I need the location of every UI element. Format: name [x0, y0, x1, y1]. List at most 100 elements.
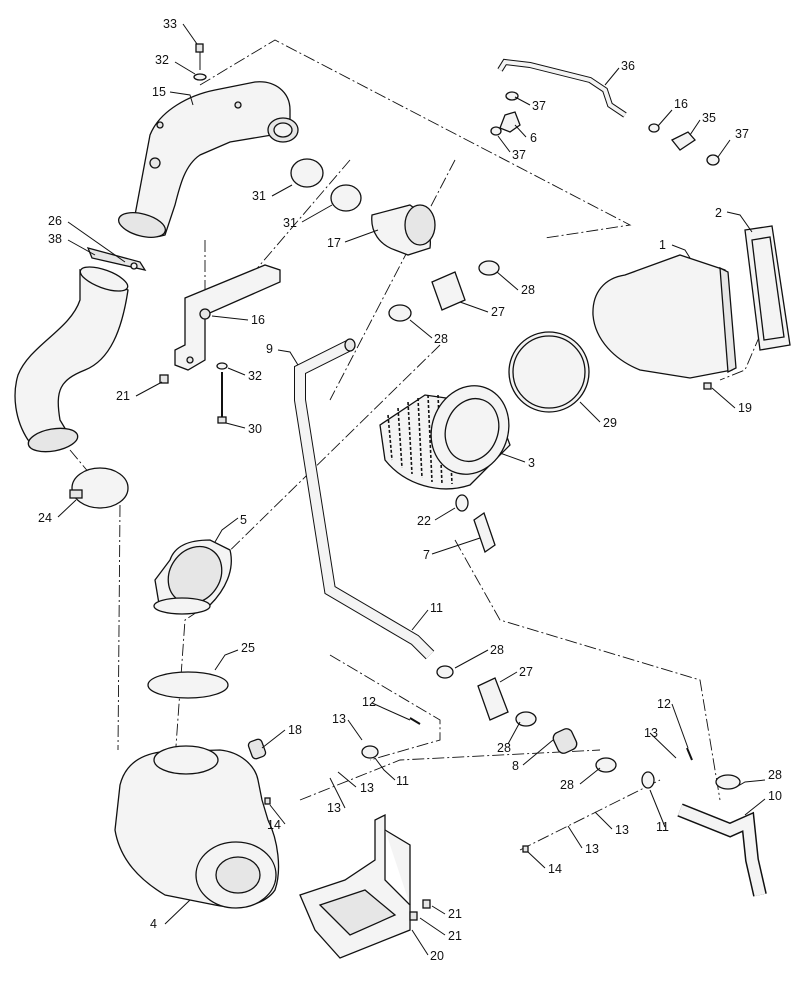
hose-clamp-28-far-right: [715, 774, 741, 790]
callout-16: 16: [251, 313, 265, 327]
callout-10: 10: [768, 789, 782, 803]
callout-21: 21: [448, 929, 462, 943]
o-ring-37-right: [706, 154, 720, 166]
clip-11-right: [641, 771, 655, 789]
bolt-21-lower-a: [422, 899, 431, 909]
hose-clamp-28-lower-right: [595, 757, 617, 773]
bolt-12-left: [409, 717, 421, 725]
callout-31: 31: [252, 189, 266, 203]
elbow-17: [371, 204, 436, 256]
hose-clamp-28-lower-left: [436, 665, 454, 679]
bolt-21-lower-b: [409, 911, 418, 921]
callout-21: 21: [448, 907, 462, 921]
callout-21: 21: [116, 389, 130, 403]
callout-20: 20: [430, 949, 444, 963]
callout-13: 13: [360, 781, 374, 795]
hose-clamp-24: [69, 467, 129, 509]
callout-31: 31: [283, 216, 297, 230]
callout-8: 8: [512, 759, 519, 773]
hose-clamp-28-upper-left: [388, 304, 412, 322]
hose-clamp-25: [147, 671, 229, 699]
callout-36: 36: [621, 59, 635, 73]
callout-1: 1: [659, 238, 666, 252]
callout-27: 27: [519, 665, 533, 679]
callout-32: 32: [248, 369, 262, 383]
pipe-9: [294, 338, 435, 660]
callout-13: 13: [332, 712, 346, 726]
washer-32: [193, 73, 207, 81]
bolt-30: [217, 372, 227, 424]
callout-37: 37: [532, 99, 546, 113]
callout-22: 22: [417, 514, 431, 528]
mounting-bracket-16: [174, 264, 281, 371]
callout-leaders: [57, 23, 766, 956]
callout-28: 28: [497, 741, 511, 755]
callout-25: 25: [241, 641, 255, 655]
assembly-phantom-lines: [69, 39, 761, 851]
callout-6: 6: [530, 131, 537, 145]
fitting-18: [247, 738, 267, 760]
o-ring-37-upper: [505, 91, 519, 101]
intake-duct-upper-part-15: [117, 81, 299, 238]
elbow-5: [153, 539, 232, 615]
o-ring-16: [648, 123, 660, 133]
callout-33: 33: [163, 17, 177, 31]
clip-11-left: [361, 745, 379, 759]
callout-17: 17: [327, 236, 341, 250]
o-ring-37-left: [490, 126, 502, 136]
callout-18: 18: [288, 723, 302, 737]
callout-13: 13: [644, 726, 658, 740]
bracket-26: [86, 247, 147, 271]
screw-19: [703, 382, 712, 390]
callout-13: 13: [585, 842, 599, 856]
callout-7: 7: [423, 548, 430, 562]
callout-12: 12: [362, 695, 376, 709]
callout-37: 37: [512, 148, 526, 162]
filter-element-3: [379, 385, 511, 490]
hose-clamp-31-upper: [290, 158, 324, 188]
gasket-2: [744, 225, 791, 351]
nut-14-left: [264, 797, 271, 805]
callout-15: 15: [152, 85, 166, 99]
callout-26: 26: [48, 214, 62, 228]
callout-11: 11: [396, 774, 409, 788]
callout-2: 2: [715, 206, 722, 220]
callout-14: 14: [548, 862, 562, 876]
callout-28: 28: [521, 283, 535, 297]
hose-27-upper: [431, 271, 466, 311]
hose-clamp-28-lower-mid: [515, 711, 537, 727]
breather-hose-36: [497, 58, 627, 118]
support-bracket-20: [299, 813, 411, 959]
air-cleaner-housing-4: [114, 745, 280, 909]
valve-22: [455, 494, 469, 512]
hose-clamp-31-lower: [330, 184, 362, 212]
hose-10: [677, 803, 767, 897]
bolt-21-upper: [159, 374, 169, 384]
callout-9: 9: [266, 342, 273, 356]
callout-3: 3: [528, 456, 535, 470]
bolt-33: [195, 43, 204, 70]
callout-14: 14: [267, 818, 281, 832]
callout-30: 30: [248, 422, 262, 436]
fitting-6: [499, 111, 521, 133]
callout-29: 29: [603, 416, 617, 430]
flex-duct-part-38: [14, 266, 129, 453]
washer-32-lower: [216, 362, 228, 370]
hose-7: [473, 511, 496, 554]
fitting-35: [670, 131, 696, 151]
callout-5: 5: [240, 513, 247, 527]
intake-shroud-1: [592, 254, 737, 379]
hose-clamp-28-upper-right: [478, 260, 500, 276]
callout-28: 28: [490, 643, 504, 657]
hose-27-lower: [477, 677, 509, 721]
callout-27: 27: [491, 305, 505, 319]
callout-35: 35: [702, 111, 716, 125]
callout-37: 37: [735, 127, 749, 141]
callout-38: 38: [48, 232, 62, 246]
callout-28: 28: [434, 332, 448, 346]
callout-24: 24: [38, 511, 52, 525]
bolt-12-right: [686, 747, 693, 761]
callout-32: 32: [155, 53, 169, 67]
callout-4: 4: [150, 917, 157, 931]
